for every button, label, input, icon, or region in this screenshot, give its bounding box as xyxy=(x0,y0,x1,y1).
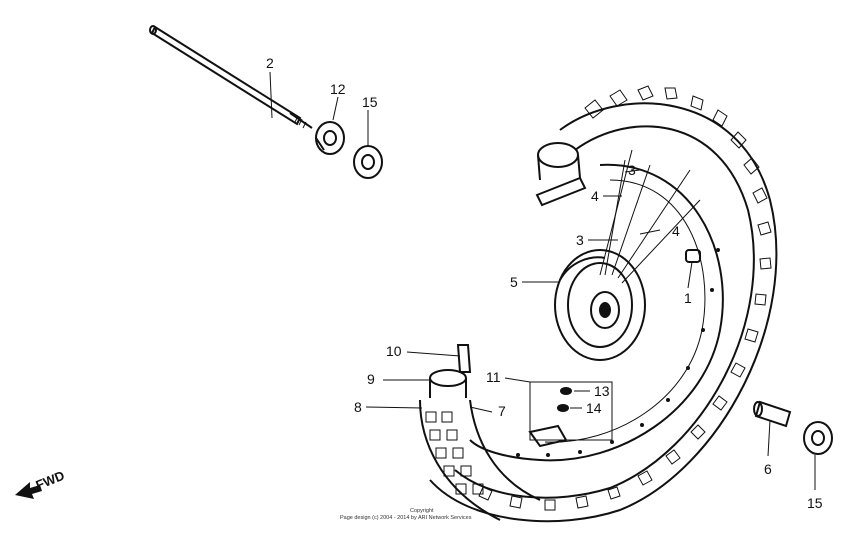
hub-drawing xyxy=(554,249,646,361)
wheel-assembly xyxy=(429,85,778,523)
label-spoke-a-mid: 3 xyxy=(576,232,584,248)
tire-section-drawing xyxy=(419,344,541,521)
part-labels: 2 12 15 3 4 3 4 5 1 10 9 8 7 11 13 14 6 … xyxy=(266,55,823,511)
copyright-line-2: Page design (c) 2004 - 2014 by ARI Netwo… xyxy=(340,515,472,521)
label-rim-band: 10 xyxy=(386,343,402,359)
label-rim-plug: 1 xyxy=(684,290,692,306)
label-tire: 8 xyxy=(354,399,362,415)
label-spoke-a-top: 3 xyxy=(628,162,636,178)
label-spoke-b-mid: 4 xyxy=(672,223,680,239)
label-rim: 7 xyxy=(498,403,506,419)
bearing-drawing xyxy=(315,121,345,155)
collar-drawing xyxy=(753,400,792,428)
label-hub: 5 xyxy=(510,274,518,290)
dust-seal-upper-drawing xyxy=(353,145,383,179)
label-axle: 2 xyxy=(266,55,274,71)
dust-seal-lower-drawing xyxy=(803,421,833,455)
label-dust-seal-upper: 15 xyxy=(362,94,378,110)
valve-cap-drawing xyxy=(560,387,572,395)
copyright-notice: Copyright Page design (c) 2004 - 2014 by… xyxy=(340,508,472,521)
label-spoke-b-top: 4 xyxy=(591,188,599,204)
label-valve-nut: 14 xyxy=(586,400,602,416)
label-dust-seal-lower: 15 xyxy=(807,495,823,511)
rim-drawing xyxy=(469,163,724,462)
axle-drawing xyxy=(149,25,313,129)
label-valve-kit: 11 xyxy=(486,369,501,385)
valve-kit-bracket xyxy=(529,381,613,441)
label-collar: 6 xyxy=(764,461,772,477)
label-bearing-upper: 12 xyxy=(330,81,346,97)
tire-top-section-drawing xyxy=(535,142,587,207)
fwd-label: FWD xyxy=(34,468,67,493)
valve-nut-drawing xyxy=(557,404,569,412)
label-tube: 9 xyxy=(367,371,375,387)
tire-drawing xyxy=(429,85,778,523)
rim-plug-drawing xyxy=(685,249,701,263)
copyright-line-1: Copyright xyxy=(410,508,434,514)
fwd-indicator: FWD xyxy=(15,468,67,499)
leader-lines xyxy=(269,71,816,490)
label-valve-cap: 13 xyxy=(594,383,610,399)
fwd-arrow-icon xyxy=(15,482,42,499)
valve-stem-drawing xyxy=(528,424,568,448)
spokes-drawing xyxy=(599,149,701,284)
